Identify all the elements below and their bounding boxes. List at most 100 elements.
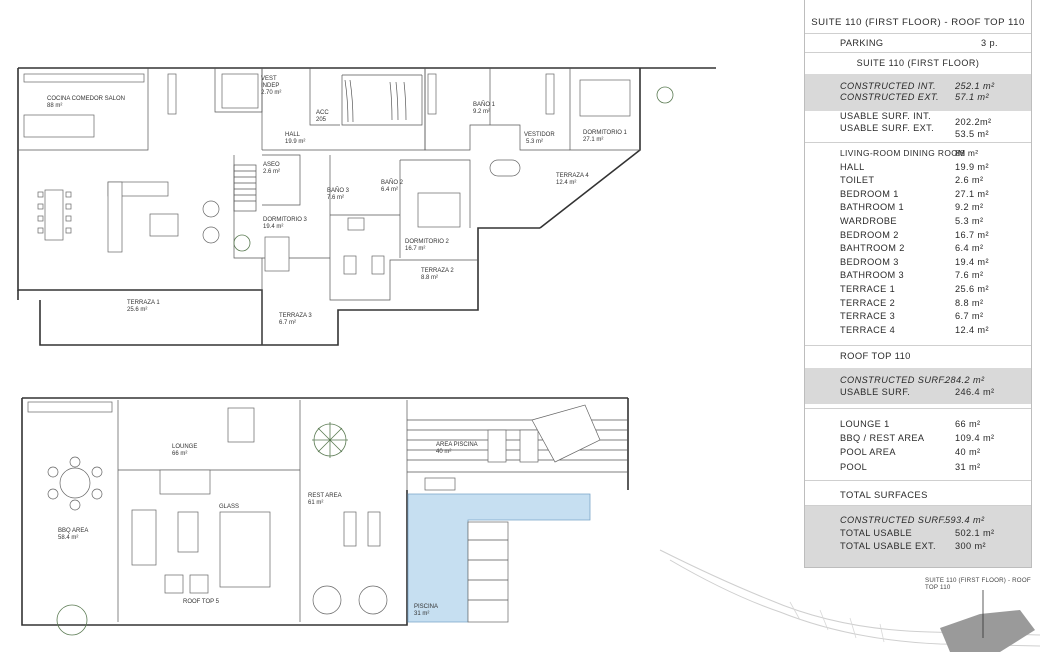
label-bano3: BAÑO 3 (327, 187, 350, 194)
room-name: BEDROOM 3 (840, 256, 899, 267)
label-dorm1-area: 27.1 m² (583, 137, 603, 143)
label-dorm3: DORMITORIO 3 (263, 217, 308, 223)
usable-int-label: USABLE SURF. INT. (840, 111, 932, 121)
label-piscina-area: 31 m² (414, 611, 429, 617)
tot-usable-ext-label: TOTAL USABLE EXT. (840, 541, 936, 551)
room-area: 66 m² (955, 419, 981, 429)
section-total-label: TOTAL SURFACES (840, 489, 928, 500)
label-dorm2-area: 16.7 m² (405, 246, 425, 252)
label-hall-area: 19.9 m² (285, 139, 305, 145)
label-hall: HALL (285, 132, 301, 138)
location-highlight (940, 610, 1035, 652)
label-dorm2: DORMITORIO 2 (405, 239, 450, 245)
table-title: SUITE 110 (FIRST FLOOR) - ROOF TOP 110 (811, 17, 1025, 28)
label-bbq: BBQ AREA (58, 528, 88, 534)
room-name: HALL (840, 161, 865, 172)
label-vest: VEST (261, 76, 277, 82)
label-terraza2-area: 8.8 m² (421, 275, 438, 281)
room-name: BEDROOM 2 (840, 229, 899, 240)
room-area: 31 m² (955, 461, 981, 472)
room-area: 27.1 m² (955, 188, 989, 199)
room-area: 109.4 m² (955, 433, 995, 444)
constructed-ext-label: CONSTRUCTED EXT. (840, 92, 939, 102)
label-vestidor-area: 5.3 m² (526, 139, 543, 145)
label-bbq-area: 58.4 m² (58, 535, 78, 541)
room-area: 7.6 m² (955, 270, 984, 281)
label-terraza2: TERRAZA 2 (421, 268, 454, 274)
label-terraza3-area: 6.7 m² (279, 320, 296, 326)
label-bano2-area: 6.4 m² (381, 187, 398, 193)
room-name: BEDROOM 1 (840, 188, 899, 199)
section-rooftop-label: ROOF TOP 110 (840, 350, 911, 361)
room-area: 12.4 m² (955, 324, 989, 335)
label-vestidor: VESTIDOR (524, 132, 555, 138)
area-table: SUITE 110 (FIRST FLOOR) - ROOF TOP 110 P… (804, 0, 1032, 568)
room-name: TERRACE 4 (840, 324, 896, 335)
room-area: 40 m² (955, 447, 981, 458)
tot-usable-label: TOTAL USABLE (840, 528, 913, 538)
room-name: LOUNGE 1 (840, 419, 890, 429)
label-dorm3-area: 19.4 m² (263, 224, 283, 230)
tot-constructed-value: 593.4 m² (945, 515, 985, 525)
room-area: 19.9 m² (955, 161, 989, 172)
label-acc-area: 205 (316, 117, 327, 123)
room-name: TERRACE 3 (840, 311, 896, 322)
location-map (659, 549, 1040, 652)
room-area: 88 m² (955, 148, 979, 158)
label-cocina-area: 88 m² (47, 103, 62, 109)
parking-value: 3 p. (981, 38, 998, 48)
usable-int-value: 202.2m² (955, 117, 992, 127)
total-shade (805, 506, 1031, 567)
room-area: 6.7 m² (955, 311, 984, 322)
room-area: 19.4 m² (955, 256, 989, 267)
section-suite: SUITE 110 (FIRST FLOOR) (856, 58, 980, 68)
room-name: BBQ / REST AREA (840, 433, 925, 444)
room-area: 9.2 m² (955, 202, 984, 213)
label-terraza1-area: 25.6 m² (127, 307, 147, 313)
floor-plans: COCINA COMEDOR SALON 88 m² VEST INDEP 2.… (17, 67, 716, 636)
label-cocina: COCINA COMEDOR SALON (47, 96, 125, 102)
label-rest: REST AREA (308, 493, 342, 499)
room-area: 25.6 m² (955, 284, 989, 294)
label-bano1: BAÑO 1 (473, 101, 496, 108)
label-lounge-area: 66 m² (172, 451, 187, 457)
label-terraza4: TERRAZA 4 (556, 173, 589, 179)
label-lounge: LOUNGE (172, 444, 197, 450)
label-indep: INDEP (261, 83, 279, 89)
label-terraza3: TERRAZA 3 (279, 313, 312, 319)
roof-top-plan: LOUNGE 66 m² AREA PISCINA 40 m² GLASS RE… (21, 397, 629, 636)
room-name: POOL AREA (840, 447, 896, 458)
room-name: BATHROOM 1 (840, 202, 905, 213)
label-area-piscina: AREA PISCINA (436, 442, 478, 448)
room-name: TERRACE 2 (840, 297, 896, 308)
rooftop-shade (805, 368, 1031, 404)
constructed-shade (805, 74, 1031, 111)
label-bano3-area: 7.6 m² (327, 195, 344, 201)
room-name: TERRACE 1 (840, 284, 896, 294)
label-vest-area: 2.70 m² (261, 90, 281, 96)
label-terraza1: TERRAZA 1 (127, 300, 160, 306)
label-dorm1: DORMITORIO 1 (583, 130, 628, 136)
label-piscina: PISCINA (414, 604, 438, 610)
rt-usable-value: 246.4 m² (955, 387, 995, 397)
label-aseo-area: 2.6 m² (263, 169, 280, 175)
room-area: 5.3 m² (955, 216, 984, 226)
label-bano2: BAÑO 2 (381, 179, 404, 186)
tot-constructed-label: CONSTRUCTED SURF. (840, 515, 947, 525)
room-name: WARDROBE (840, 216, 897, 226)
tot-usable-value: 502.1 m² (955, 528, 995, 538)
constructed-int-value: 252.1 m² (955, 81, 995, 91)
rt-constructed-value: 284.2 m² (945, 375, 985, 385)
room-name: POOL (840, 461, 868, 472)
room-area: 2.6 m² (955, 175, 984, 186)
first-floor-plan: COCINA COMEDOR SALON 88 m² VEST INDEP 2.… (17, 67, 716, 346)
usable-ext-value: 53.5 m² (955, 129, 989, 139)
rt-usable-label: USABLE SURF. (840, 387, 911, 397)
room-area: 6.4 m² (955, 243, 984, 254)
label-terraza4-area: 12.4 m² (556, 180, 576, 186)
room-area: 16.7 m² (955, 229, 989, 240)
label-acc: ACC (316, 110, 329, 116)
tot-usable-ext-value: 300 m² (955, 541, 986, 551)
label-aseo: ASEO (263, 162, 280, 168)
label-bano1-area: 9.2 m² (473, 109, 490, 115)
